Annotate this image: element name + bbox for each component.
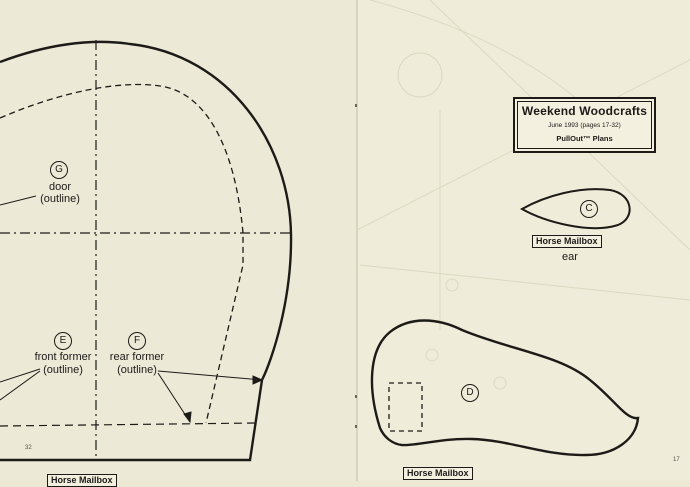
front-former-outline [0, 40, 293, 462]
head-part-marker: D [461, 384, 479, 402]
head-cutout [388, 382, 423, 432]
title-plans: PullOut™ Plans [556, 134, 613, 143]
head-outline [370, 319, 640, 457]
rear-former-label: rear former [109, 351, 165, 363]
rear-former-part-marker: F [128, 332, 146, 350]
right-page [357, 0, 690, 481]
front-former-label: front former [34, 351, 92, 363]
door-leader-line [0, 195, 37, 206]
ear-part-marker: C [580, 200, 598, 218]
title-box-inner-border [517, 101, 652, 149]
title-date: June 1993 (pages 17-32) [548, 122, 621, 129]
door-label: door [48, 181, 72, 193]
right-page-number: 17 [673, 457, 680, 463]
rear-former-arrows [157, 370, 264, 424]
fold-marks [355, 104, 357, 428]
door-part-marker: G [50, 161, 68, 179]
ear-outline [519, 188, 631, 230]
rear-former-bottom-line [0, 422, 259, 427]
door-outline [0, 83, 244, 424]
left-page-number: 32 [25, 445, 32, 451]
head-tag: Horse Mailbox [403, 467, 473, 480]
title-main: Weekend Woodcrafts [521, 104, 648, 118]
front-former-part-marker: E [54, 332, 72, 350]
title-box: Weekend Woodcrafts June 1993 (pages 17-3… [513, 97, 656, 153]
rear-former-outline-note: (outline) [117, 364, 157, 376]
ear-caption: ear [562, 251, 578, 263]
door-outline-note: (outline) [40, 193, 80, 205]
front-former-leaders [0, 368, 41, 401]
front-former-outline-note: (outline) [43, 364, 83, 376]
left-page [0, 0, 357, 481]
ear-tag: Horse Mailbox [532, 235, 602, 248]
